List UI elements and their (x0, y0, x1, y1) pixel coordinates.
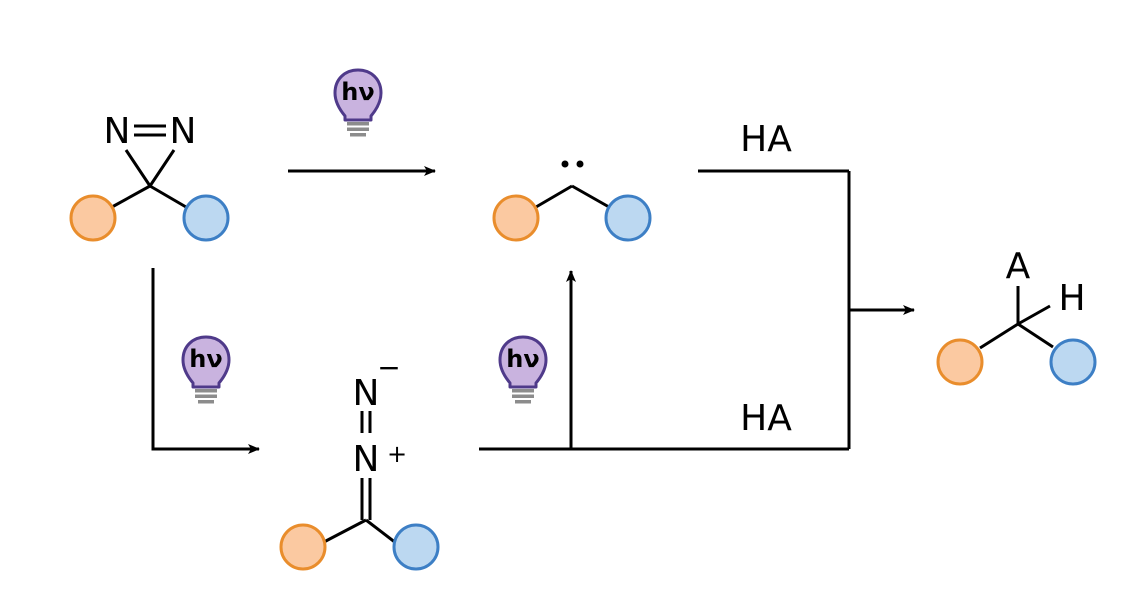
orange-substituent (492, 194, 540, 242)
lightbulb-icon: hν (498, 335, 548, 405)
blue-substituent (392, 523, 440, 571)
svg-text:hν: hν (341, 78, 374, 106)
diazirine-n-right: N (170, 111, 197, 152)
diazo-bond-orange (321, 518, 367, 545)
orange-substituent (936, 338, 984, 386)
diazo-n-top: N (353, 373, 380, 414)
diazirine: N N (69, 111, 230, 242)
diazirine-n-left: N (104, 111, 131, 152)
ha-path-bottom: HA (479, 398, 849, 451)
carbene-bond-orange (535, 184, 573, 209)
carbene (492, 160, 652, 242)
product-bond-h (1017, 304, 1051, 326)
product-a-label: A (1006, 246, 1031, 287)
photolysis-arrow-up: hν (498, 270, 576, 449)
diazirine-bond-orange (111, 184, 151, 209)
carbene-lone-pair-dot-2 (576, 160, 584, 168)
blue-substituent (1049, 338, 1097, 386)
carbene-lone-pair-dot-1 (561, 160, 569, 168)
diazo-bond-blue (365, 518, 397, 545)
product-bond-blue (1017, 322, 1054, 349)
carbene-bond-blue (571, 184, 610, 209)
orange-substituent (279, 523, 327, 571)
svg-text:hν: hν (506, 345, 539, 373)
lightbulb-icon: hν (333, 68, 383, 138)
svg-text:hν: hν (189, 345, 222, 373)
blue-substituent (604, 194, 652, 242)
diazo-n-bottom: N (353, 439, 380, 480)
ha-path-top: HA (698, 119, 849, 173)
reagent-ha-top: HA (740, 119, 792, 160)
photolysis-arrow-top: hν (288, 68, 436, 176)
product-bond-orange (979, 322, 1019, 350)
diazirine-bond-blue (149, 184, 187, 209)
orange-substituent (69, 194, 117, 242)
diazo-compound: N − N + (279, 351, 440, 571)
diazo-n-bottom-charge: + (387, 440, 407, 468)
reagent-ha-bottom: HA (740, 398, 792, 439)
diazirine-ring-bond-right (148, 149, 176, 187)
diazo-n-top-charge: − (377, 351, 400, 384)
photoisomerization-arrow: hν (151, 268, 260, 454)
blue-substituent (182, 194, 230, 242)
product-h-label: H (1058, 278, 1085, 319)
product: A H (936, 246, 1097, 386)
diazirine-ring-bond-left (124, 149, 152, 187)
lightbulb-icon: hν (181, 335, 231, 405)
